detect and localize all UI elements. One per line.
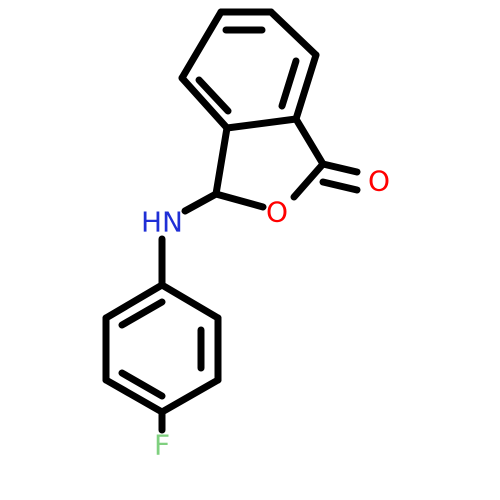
- atom-label-nh: HN: [141, 206, 183, 239]
- bond-ar-d: [102, 376, 166, 416]
- atom-label-carbonyl-oxygen: O: [368, 165, 390, 198]
- bond-c7-nh: [181, 190, 220, 215]
- bond-c8-c4: [292, 115, 327, 168]
- atom-label-fluorine: F: [154, 429, 170, 462]
- bond-c3-c4: [292, 51, 320, 123]
- bond-c5-c6: [178, 74, 231, 132]
- bond-ar-c: [158, 376, 222, 416]
- bond-inner-left: [195, 76, 232, 115]
- lactone-ring: [212, 115, 361, 211]
- bond-c7-o: [212, 190, 267, 211]
- bond-c6-c1: [178, 8, 225, 82]
- fused-benzene-ring: [178, 8, 320, 132]
- bond-ar-a: [158, 281, 222, 322]
- bond-ar-inner-bottom: [118, 369, 166, 400]
- fluorophenyl-ring: [102, 281, 222, 416]
- bond-inner-right: [278, 57, 300, 110]
- bond-o-c8: [290, 160, 327, 201]
- bond-c2-c3: [267, 8, 320, 59]
- bond-c4-c5: [223, 115, 300, 132]
- bond-ar-inner-left: [118, 298, 166, 329]
- bond-ar-f: [102, 281, 166, 322]
- bond-carbonyl-1: [319, 160, 361, 176]
- bond-c5-c7: [212, 124, 231, 198]
- bond-carbonyl-2: [319, 178, 361, 194]
- atom-label-ring-oxygen: O: [266, 196, 288, 229]
